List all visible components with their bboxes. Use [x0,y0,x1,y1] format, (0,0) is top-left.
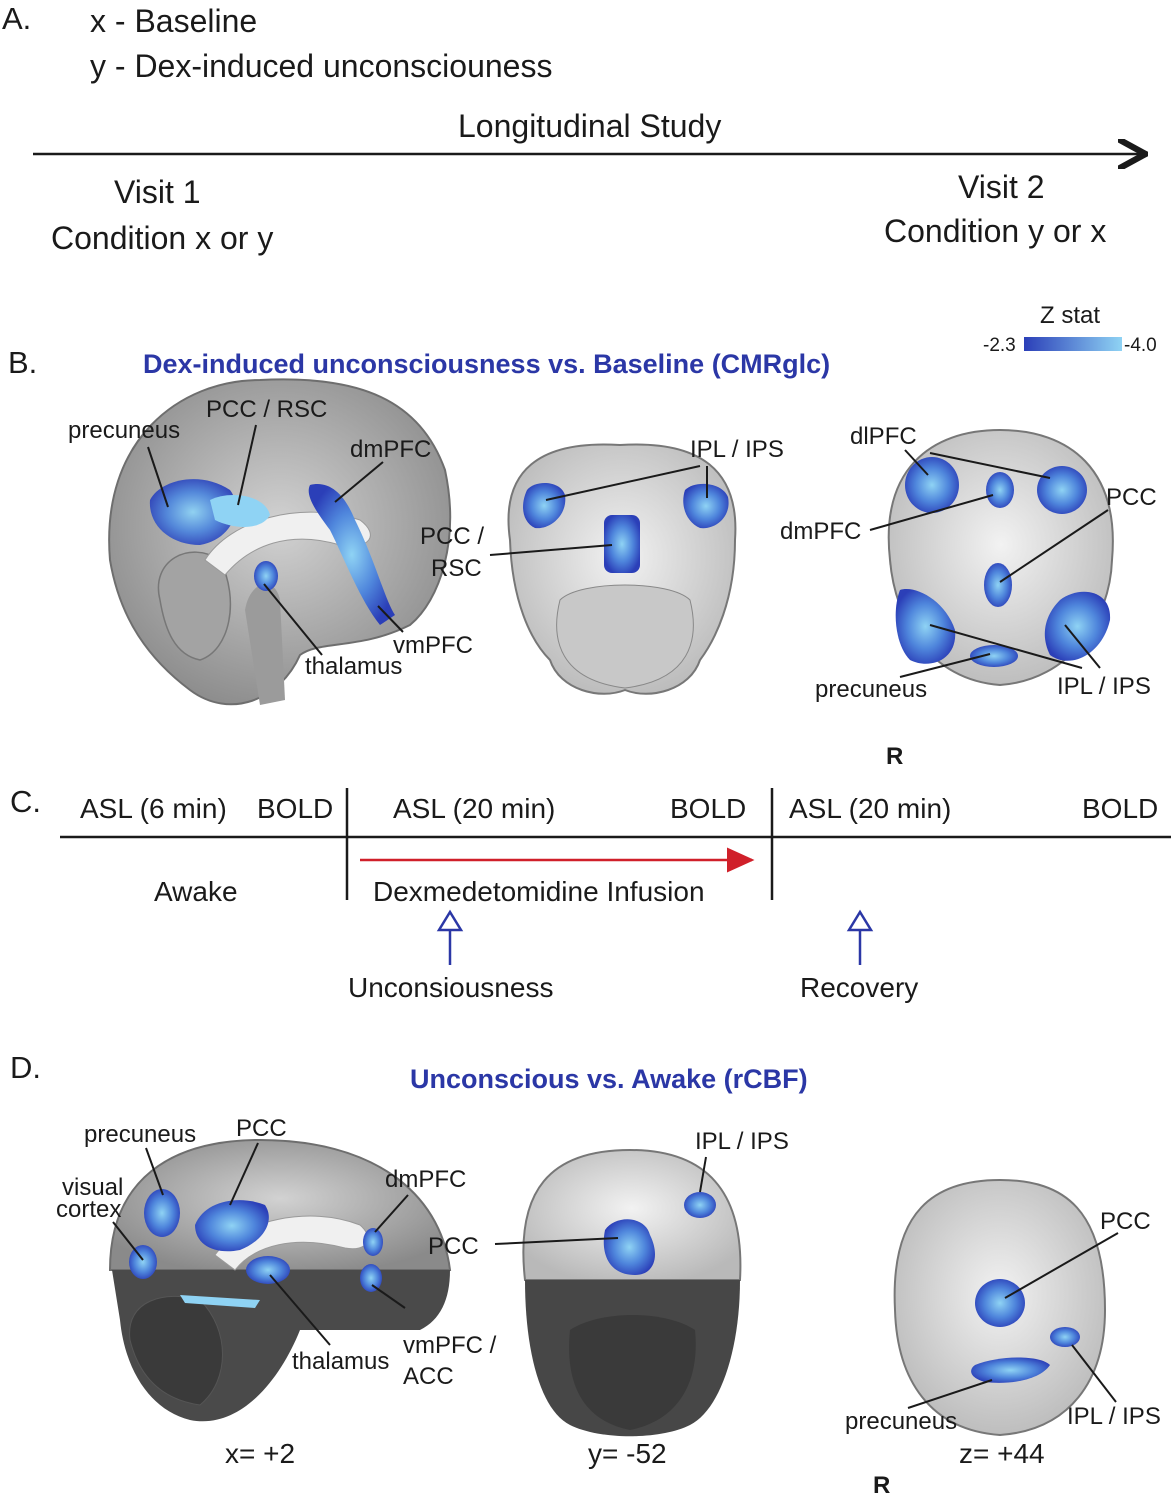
b-axial-label-dlpfc: dlPFC [850,423,917,450]
b-axial-label-precuneus: precuneus [815,676,928,703]
b-label-vmpfc: vmPFC [393,632,473,659]
d-sagittal-brain-image [108,1138,452,1422]
d-label-vmpfc: vmPFC / [403,1332,497,1359]
c-unconsciousness-arrow [436,909,464,965]
visit2-title: Visit 2 [958,169,1045,205]
d-axial-label-pcc: PCC [1100,1208,1151,1235]
b-label-thalamus: thalamus [305,653,403,680]
c-recovery-arrow [846,909,874,965]
d-axial-brain-image [893,1178,1107,1437]
d-coronal-brain-image [522,1148,742,1437]
b-label-pcc-rsc: PCC / RSC [206,396,328,423]
d-label-cortex: cortex [56,1196,122,1223]
d-axial-label-ipl-ips: IPL / IPS [1067,1403,1161,1430]
visit1-title: Visit 1 [114,174,201,210]
visit2-condition: Condition y or x [884,213,1107,249]
visit1-condition: Condition x or y [51,220,274,256]
c-infusion: Dexmedetomidine Infusion [373,876,705,907]
b-coronal-label-ipl-ips: IPL / IPS [690,436,784,463]
b-coronal-label-rsc: RSC [431,555,482,582]
c-unconsciousness: Unconsiousness [348,972,554,1003]
c-seg3-asl: ASL (20 min) [789,793,952,824]
c-seg1-bold: BOLD [257,793,334,824]
c-seg2-asl: ASL (20 min) [393,793,556,824]
colorbar-max-label: -4.0 [1124,335,1157,356]
b-coronal-label-pcc: PCC / [420,523,485,550]
panel-b-title: Dex-induced unconsciousness vs. Baseline… [143,349,831,379]
d-leader-lines [112,1142,1119,1409]
d-coronal-label-pcc: PCC [428,1233,479,1260]
colorbar-min-label: -2.3 [983,335,1016,356]
panel-a-label: A. [2,1,32,36]
d-coronal-label-ipl-ips: IPL / IPS [695,1128,789,1155]
panel-d-title: Unconscious vs. Awake (rCBF) [410,1064,808,1094]
c-seg2-bold: BOLD [670,793,747,824]
d-label-pcc: PCC [236,1115,287,1142]
c-awake: Awake [154,876,238,907]
b-axial-label-dmpfc: dmPFC [780,518,862,545]
d-orientation-r: R [873,1472,891,1499]
zstat-colorbar [1024,337,1122,351]
b-label-precuneus: precuneus [68,417,181,444]
legend-y: y - Dex-induced unconsciouness [90,48,553,84]
d-coord-y: y= -52 [588,1438,667,1469]
b-leader-lines [147,424,1109,678]
d-coord-z: z= +44 [959,1438,1045,1469]
b-coronal-brain-image [507,443,737,695]
d-label-precuneus: precuneus [84,1121,197,1148]
legend-x: x - Baseline [90,3,258,39]
colorbar-title: Z stat [1040,302,1101,329]
panel-b-label: B. [8,345,38,380]
d-label-acc: ACC [403,1363,454,1390]
c-recovery: Recovery [800,972,919,1003]
c-seg3-bold: BOLD [1082,793,1159,824]
b-orientation-r: R [886,743,904,770]
timeline-title: Longitudinal Study [458,108,722,144]
b-sagittal-brain-image [108,378,452,706]
b-axial-brain-image [887,428,1114,687]
panel-d-label: D. [10,1050,41,1085]
b-axial-label-ipl-ips: IPL / IPS [1057,673,1151,700]
b-label-dmpfc: dmPFC [350,436,432,463]
d-label-visual: visual [62,1174,124,1201]
c-seg1-asl: ASL (6 min) [80,793,227,824]
panel-c-label: C. [10,784,41,819]
d-coord-x: x= +2 [225,1438,296,1469]
d-label-dmpfc: dmPFC [385,1166,467,1193]
b-axial-label-pcc: PCC [1106,484,1157,511]
d-label-thalamus: thalamus [292,1348,390,1375]
d-axial-label-precuneus: precuneus [845,1408,958,1435]
